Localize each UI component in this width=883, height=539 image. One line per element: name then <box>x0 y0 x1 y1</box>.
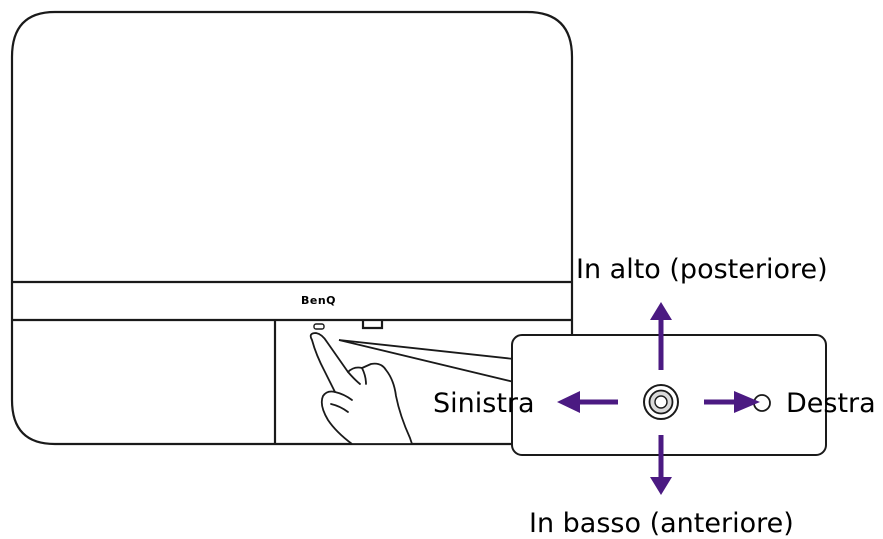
arrow-left-icon <box>557 391 618 413</box>
arrow-down-icon <box>650 435 672 495</box>
5-way-joystick-icon <box>643 384 679 420</box>
callout-lines <box>338 339 515 383</box>
control-key-on-monitor <box>313 323 325 330</box>
label-right: Destra <box>786 388 876 419</box>
monitor <box>10 10 574 446</box>
arrow-right-icon <box>704 391 760 413</box>
label-left: Sinistra <box>433 388 535 419</box>
brand-logo: BenQ <box>301 294 337 307</box>
direction-arrows <box>557 302 760 495</box>
pointing-hand-icon <box>309 332 413 445</box>
stand-tab <box>361 320 384 330</box>
label-down: In basso (anteriore) <box>529 508 794 539</box>
monitor-outline <box>10 10 574 446</box>
label-up: In alto (posteriore) <box>576 254 828 285</box>
arrow-up-icon <box>650 302 672 370</box>
